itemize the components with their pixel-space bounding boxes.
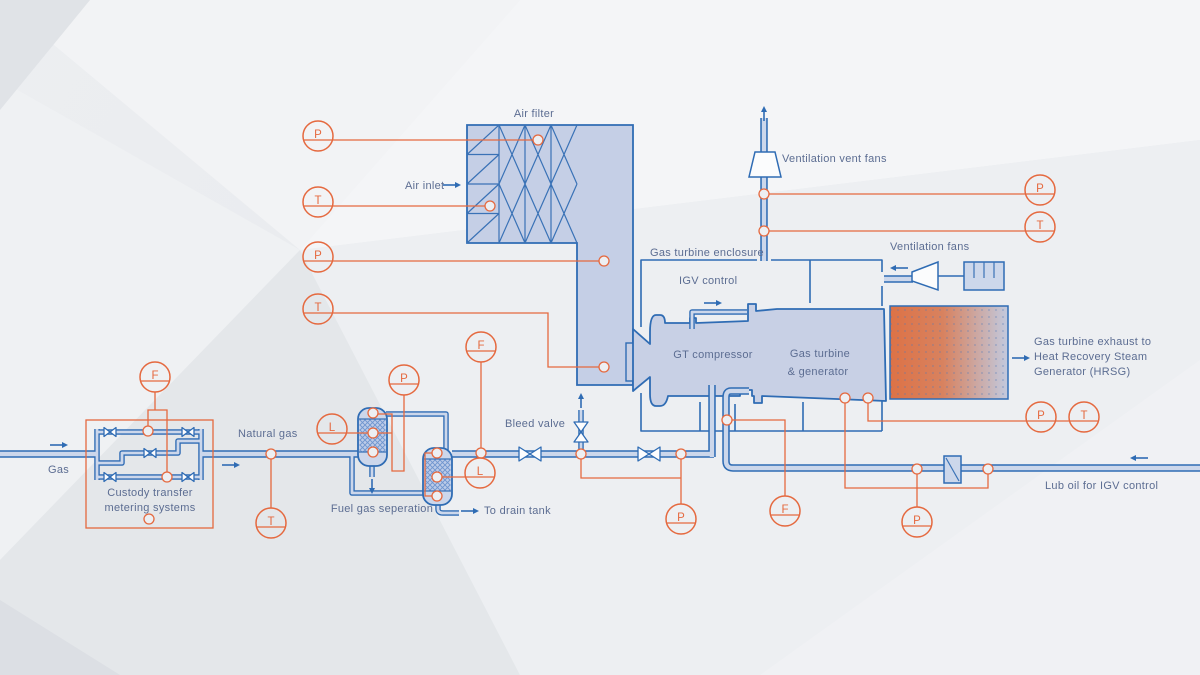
label-gas: Gas	[48, 464, 69, 476]
label-custody-1: Custody transfer	[107, 487, 193, 499]
exhaust-arrow	[1012, 355, 1030, 361]
text-labels: Air filter Air inlet Ventilation vent fa…	[48, 108, 1158, 517]
instrument-custody-metering-flow: F	[139, 361, 171, 393]
label-custody-2: metering systems	[105, 502, 196, 514]
enclosure-outline	[640, 259, 883, 432]
svg-text:P: P	[314, 129, 322, 141]
to-drain-arrow	[461, 508, 479, 514]
label-gas-turbine-enclosure: Gas turbine enclosure	[650, 247, 764, 259]
ventilation-fans	[884, 260, 1005, 292]
instrument-air-filter-temperature: T	[302, 186, 334, 218]
enclosure-struts	[699, 402, 804, 431]
svg-text:T: T	[314, 195, 321, 207]
label-bleed-valve: Bleed valve	[505, 418, 565, 430]
instrument-separator-pressure: P	[388, 364, 420, 396]
label-lub-oil: Lub oil for IGV control	[1045, 480, 1158, 492]
instrument-separator-1-level: L	[316, 413, 348, 445]
custody-valves	[103, 426, 195, 483]
svg-text:T: T	[1080, 410, 1087, 422]
flow-arrows	[50, 106, 1148, 514]
turbine-body	[632, 303, 887, 407]
instrument-fuel-gas-flow: F	[465, 331, 497, 363]
custody-transfer-boundary	[85, 419, 214, 529]
instrument-natural-gas-temperature: T	[255, 507, 287, 539]
label-to-drain-tank: To drain tank	[484, 505, 551, 517]
svg-text:F: F	[477, 340, 484, 352]
lub-oil-arrow	[1130, 455, 1148, 461]
label-gt-compressor: GT compressor	[673, 349, 753, 361]
instrument-fuel-supply-pressure: P	[665, 503, 697, 535]
label-ventilation-vent-fans: Ventilation vent fans	[782, 153, 887, 165]
svg-text:F: F	[151, 370, 158, 382]
label-exhaust-2: Heat Recovery Steam	[1034, 351, 1147, 363]
vent-fan-icon	[748, 151, 782, 178]
bleed-up-arrow	[578, 393, 584, 408]
instrument-ventilation-temperature: T	[1024, 211, 1056, 243]
tap-points	[142, 134, 994, 525]
instrument-air-filter-pressure: P	[302, 120, 334, 152]
svg-text:P: P	[1037, 410, 1045, 422]
instruments: P T P T F T L P F L P F P P T P T	[139, 120, 1100, 539]
svg-text:L: L	[329, 422, 336, 434]
svg-text:T: T	[1036, 220, 1043, 232]
svg-text:P: P	[913, 515, 921, 527]
air-inlet-arrow	[443, 182, 461, 188]
label-ventilation-fans: Ventilation fans	[890, 241, 970, 253]
instrument-ventilation-pressure: P	[1024, 174, 1056, 206]
instrument-lub-oil-pressure: P	[901, 506, 933, 538]
instrument-separator-2-level: L	[464, 457, 496, 489]
label-exhaust-1: Gas turbine exhaust to	[1034, 336, 1151, 348]
svg-text:P: P	[677, 512, 685, 524]
svg-text:P: P	[314, 250, 322, 262]
gas-line-valve-1	[518, 446, 542, 462]
vent-stack-arrow	[761, 106, 767, 121]
gas-out-arrow	[222, 462, 240, 468]
label-igv-control: IGV control	[679, 275, 737, 287]
label-air-filter: Air filter	[514, 108, 554, 120]
fan-left-arrow	[890, 265, 908, 271]
svg-text:L: L	[477, 466, 484, 478]
instrument-exhaust-pressure: P	[1025, 401, 1057, 433]
instrument-inlet-duct-temperature: T	[302, 293, 334, 325]
valves	[103, 421, 661, 483]
label-natural-gas: Natural gas	[238, 428, 298, 440]
gas-inlet-arrow	[50, 442, 68, 448]
drain-down-arrow	[369, 479, 375, 494]
air-filter	[466, 124, 635, 386]
label-exhaust-3: Generator (HRSG)	[1034, 366, 1131, 378]
exhaust-duct	[889, 305, 1009, 400]
instrument-lines	[140, 139, 1098, 528]
instrument-inlet-duct-pressure: P	[302, 241, 334, 273]
svg-text:F: F	[781, 504, 788, 516]
lub-oil-filter	[943, 455, 962, 484]
fan-icon	[911, 260, 939, 292]
label-gas-turbine-1: Gas turbine	[790, 348, 850, 360]
igv-arrow	[704, 300, 722, 306]
svg-text:T: T	[267, 516, 274, 528]
label-fuel-gas-seperation: Fuel gas seperation	[331, 503, 433, 515]
instrument-exhaust-temperature: T	[1068, 401, 1100, 433]
instrument-fuel-to-turbine-flow: F	[769, 495, 801, 527]
label-air-inlet: Air inlet	[405, 180, 444, 192]
label-gas-turbine-2: & generator	[788, 366, 849, 378]
bleed-valve-icon	[573, 421, 589, 443]
svg-text:P: P	[1036, 183, 1044, 195]
gas-line-valve-2	[637, 446, 661, 462]
svg-text:P: P	[400, 373, 408, 385]
svg-text:T: T	[314, 302, 321, 314]
filter-media	[498, 124, 578, 244]
